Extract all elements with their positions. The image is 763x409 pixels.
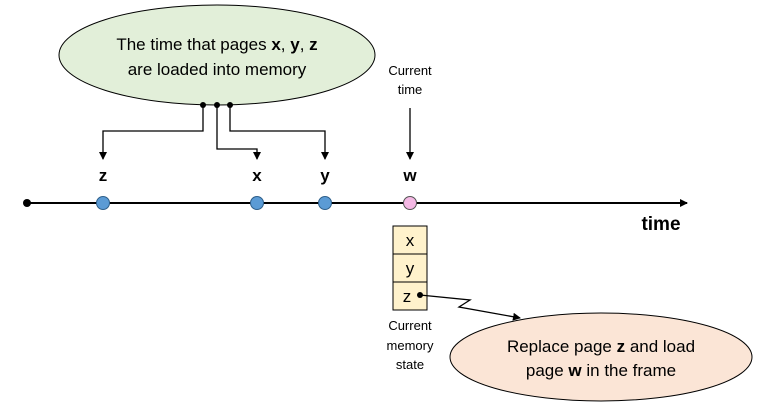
memory-frame-1-label: y bbox=[406, 259, 415, 278]
load-time-callout-line2: are loaded into memory bbox=[128, 60, 307, 79]
connector-to-z bbox=[99, 105, 204, 160]
connector-to-x bbox=[216, 105, 261, 160]
memory-caption-line1: Current bbox=[388, 318, 432, 333]
timeline-point-y bbox=[318, 196, 332, 210]
memory-frame-1 bbox=[392, 253, 428, 283]
replace-callout-line2: page w in the frame bbox=[526, 361, 676, 380]
timeline-axis-label: time bbox=[641, 214, 680, 235]
load-time-callout-line1: The time that pages x, y, z bbox=[116, 35, 317, 54]
timeline-point-w bbox=[403, 196, 417, 210]
replace-callout-line1: Replace page z and load bbox=[507, 337, 695, 356]
memory-frame-2-label: z bbox=[403, 287, 412, 306]
memory-caption-line3: state bbox=[396, 357, 424, 372]
connector-to-y bbox=[229, 105, 329, 160]
point-label-z: z bbox=[99, 166, 108, 185]
point-label-x: x bbox=[252, 166, 262, 185]
replace-callout bbox=[449, 312, 753, 402]
current-time-label-line1: Current bbox=[388, 63, 432, 78]
point-label-y: y bbox=[320, 166, 330, 185]
memory-frame-0-label: x bbox=[406, 231, 415, 250]
replace-connector bbox=[419, 294, 521, 321]
load-time-callout bbox=[58, 4, 376, 106]
timeline-start-dot bbox=[23, 199, 31, 207]
memory-caption-line2: memory bbox=[387, 338, 434, 353]
current-time-label-line2: time bbox=[398, 82, 423, 97]
timeline-point-z bbox=[96, 196, 110, 210]
timeline-point-x bbox=[250, 196, 264, 210]
point-label-w: w bbox=[402, 166, 417, 185]
